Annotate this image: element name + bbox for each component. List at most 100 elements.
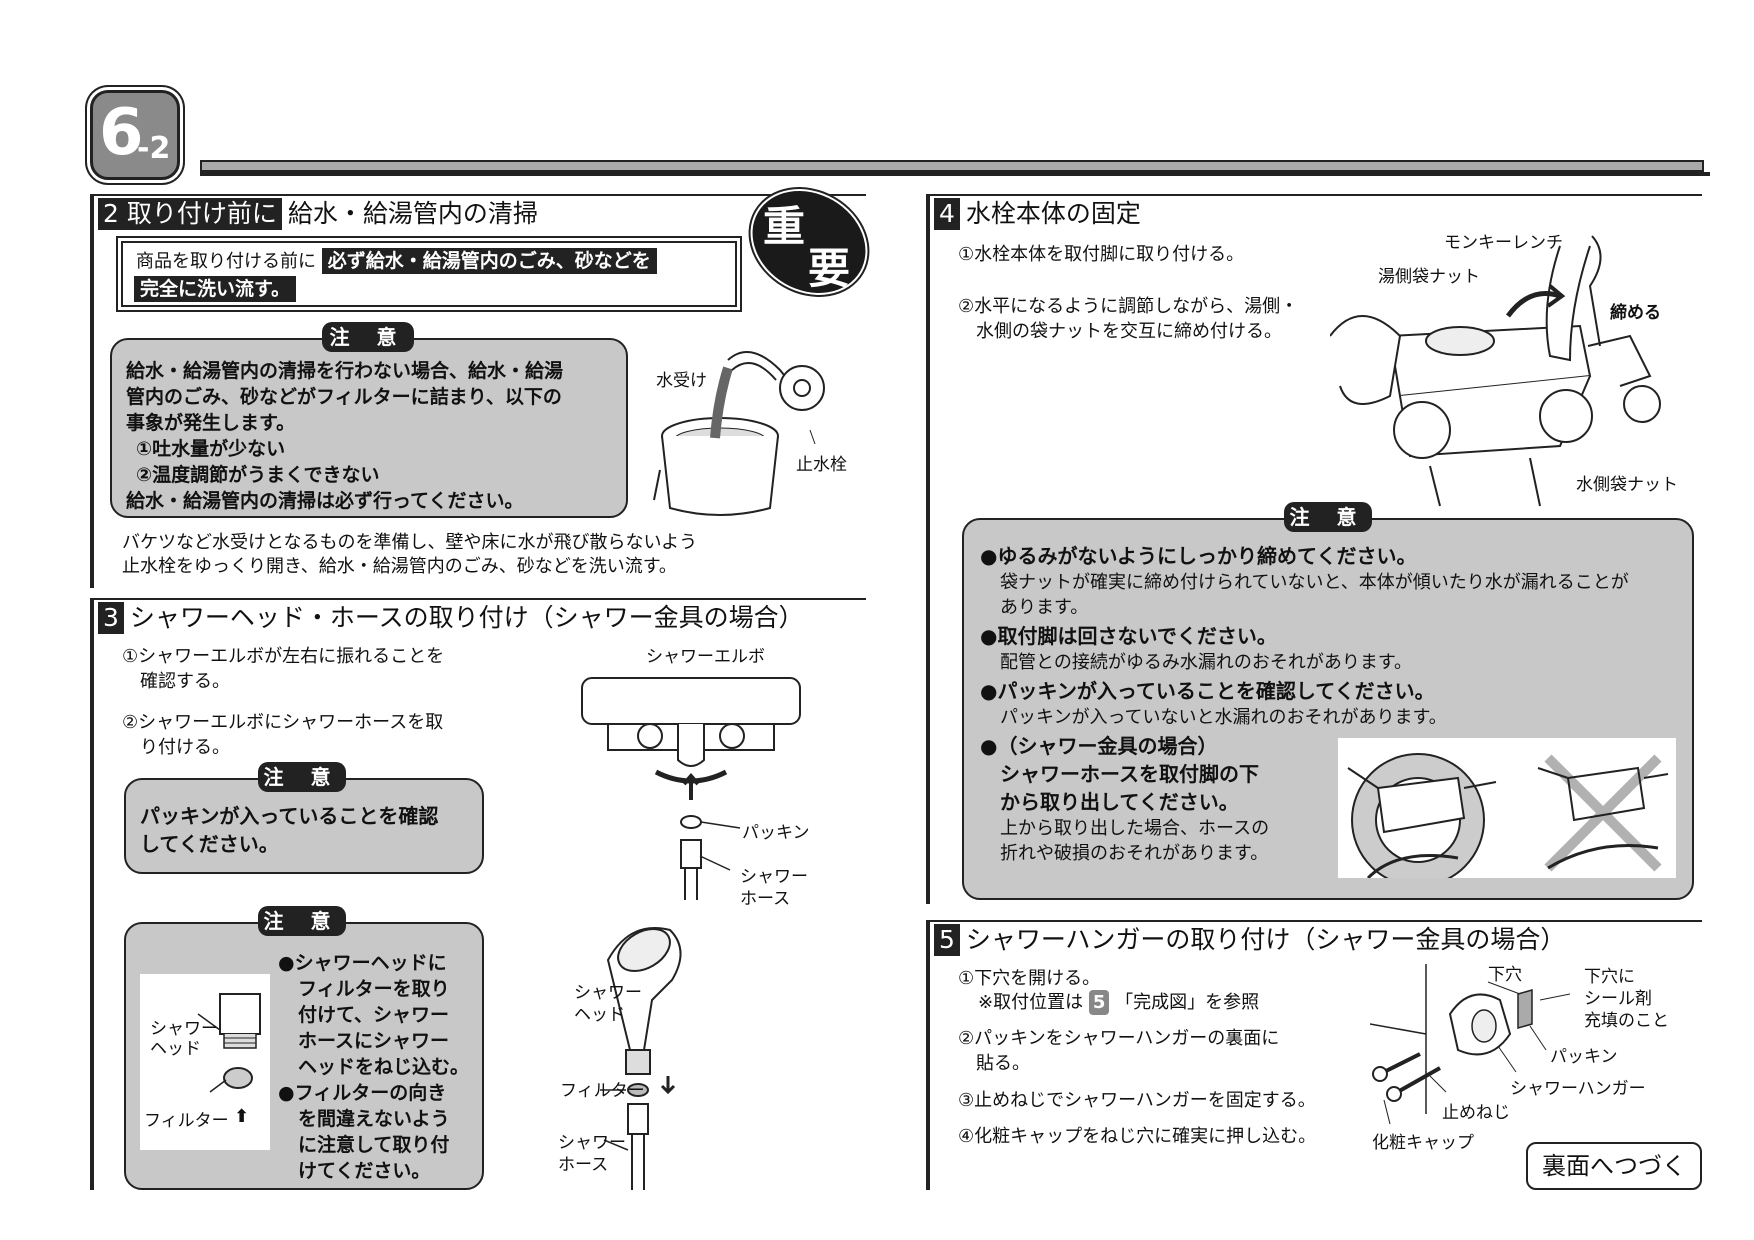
sec3-step1-line: ①シャワーエルボが左右に振れることを [122, 646, 445, 667]
sec2-caution-line: 給水・給湯管内の清掃は必ず行ってください。 [126, 490, 524, 512]
label-cap: 化粧キャップ [1372, 1133, 1474, 1153]
sec4-caution-detail: 上から取り出した場合、ホースの [1000, 818, 1270, 839]
sec2-notice-box: 商品を取り付ける前に 必ず給水・給湯管内のごみ、砂などを 完全に洗い流す。 [116, 236, 742, 312]
sec4-step1: ①水栓本体を取付脚に取り付ける。 [958, 244, 1245, 265]
sec2-caution-line: 給水・給湯管内の清掃を行わない場合、給水・給湯 [126, 360, 564, 382]
sec4-caution-point: から取り出してください。 [1000, 790, 1239, 814]
sec4-caution-detail: 折れや破損のおそれがあります。 [1000, 843, 1269, 864]
sec3-caution1-box [124, 778, 484, 874]
sec3-title: シャワーヘッド・ホースの取り付け（シャワー金具の場合） [129, 603, 804, 632]
label-hose2-b: ホース [558, 1155, 609, 1175]
label-hole: 下穴 [1488, 965, 1522, 985]
sec5-note-prefix: ※取付位置は [978, 992, 1084, 1013]
sec4-caution-point: ●（シャワー金具の場合） [980, 734, 1218, 758]
sec4-hose-inset [1338, 738, 1676, 878]
sec2-caution-line: ②温度調節がうまくできない [136, 464, 380, 486]
sec3-number: 3 [98, 602, 124, 634]
sec3-step2: ②シャワーエルボにシャワーホースを取 り付ける。 [122, 710, 443, 760]
sec2-caution-line: ①吐水量が少ない [136, 438, 286, 460]
sec3-caution2-line: ●フィルターの向き [278, 1082, 447, 1104]
sec2-left-bar [90, 194, 94, 588]
sec5-rule [926, 920, 1702, 922]
page-number: 6 [99, 96, 144, 170]
label-water-receiver: 水受け [656, 371, 707, 391]
sec3-caution2-line: ●シャワーヘッドに [278, 952, 447, 974]
sec3-caution2-line: 付けて、シャワー [298, 1004, 450, 1026]
sec2-notice-lead: 商品を取り付ける前に [136, 251, 316, 272]
sec5-step2-line: ②パッキンをシャワーハンガーの裏面に [958, 1028, 1280, 1049]
sec5-step4: ④化粧キャップをねじ穴に確実に押し込む。 [958, 1126, 1317, 1147]
sec4-caution-detail: 配管との接続がゆるみ水漏れのおそれがあります。 [1000, 652, 1413, 673]
label-packing: パッキン [742, 823, 810, 843]
sec4-caution-detail: パッキンが入っていないと水漏れのおそれがあります。 [1000, 707, 1447, 728]
label-hanger: シャワーハンガー [1510, 1079, 1646, 1099]
label-hot-nut: 湯側袋ナット [1378, 267, 1480, 287]
sec3-caution2-line: を間違えないよう [298, 1108, 450, 1130]
sec2-caution-text: 給水・給湯管内の清掃を行わない場合、給水・給湯 管内のごみ、砂などがフィルターに… [126, 358, 563, 514]
sec3-step2-line: ②シャワーエルボにシャワーホースを取 [122, 712, 444, 733]
sec2-caution-line: 事象が発生します。 [126, 412, 296, 434]
label-hose2-a: シャワー [558, 1133, 626, 1153]
bucket-illustration [653, 351, 825, 516]
sec2-body-2: 止水栓をゆっくり開き、給水・給湯管内のごみ、砂などを洗い流す。 [122, 556, 677, 577]
sec3-step2-line: り付ける。 [140, 737, 230, 758]
sec4-step2-line: ②水平になるように調節しながら、湯側・ [958, 296, 1299, 317]
sec5-note-ref: 5 [1088, 990, 1110, 1015]
label-seal-b: シール剤 [1584, 989, 1652, 1009]
sec4-caution-point: ●取付脚は回さないでください。 [980, 624, 1277, 648]
label-shower-elbow: シャワーエルボ [646, 647, 765, 667]
sec5-note-suffix: 「完成図」を参照 [1115, 992, 1260, 1013]
sec5-step1: ①下穴を開ける。 [958, 968, 1101, 989]
sec2-caution-label: 注 意 [322, 322, 414, 352]
filter-inset-illustration [197, 993, 261, 1093]
inset-label-head-a: シャワー [150, 1019, 218, 1039]
sec4-title: 水栓本体の固定 [965, 199, 1141, 228]
sec2-title: 給水・給湯管内の清掃 [287, 199, 538, 228]
arrow-up-icon: ⬆ [234, 1106, 250, 1127]
sec2-heading: 2 取り付け前に給水・給湯管内の清掃 [98, 198, 538, 230]
label-head-a: シャワー [574, 983, 642, 1003]
sec2-number: 2 取り付け前に [98, 198, 282, 230]
sec3-caution2-line: ホースにシャワー [298, 1030, 450, 1052]
sec4-caution-detail: あります。 [1000, 597, 1089, 618]
label-filter: フィルター [560, 1081, 645, 1101]
shower-parts-illustration [581, 677, 801, 1190]
sec3-caution2-line: ヘッドをねじ込む。 [298, 1056, 470, 1078]
sec3-caution2-line: に注意して取り付 [298, 1134, 450, 1156]
sec4-step2-line: 水側の袋ナットを交互に締め付ける。 [976, 321, 1282, 342]
important-seal [731, 168, 887, 316]
sec4-step2: ②水平になるように調節しながら、湯側・ 水側の袋ナットを交互に締め付ける。 [958, 294, 1298, 344]
hose-routing-illustration [1347, 753, 1669, 878]
page-number-badge: 6 -2 [90, 90, 180, 180]
sec3-caution2-text: ●シャワーヘッドに フィルターを取り 付けて、シャワー ホースにシャワー ヘッド… [278, 950, 469, 1184]
label-stop-valve: 止水栓 [796, 455, 847, 475]
sec2-notice-emph1: 必ず給水・給湯管内のごみ、砂などを [321, 248, 657, 274]
sec2-caution-box [110, 338, 628, 518]
label-head-b: ヘッド [574, 1005, 625, 1025]
label-tighten: 締める [1610, 303, 1661, 323]
sec4-caution-text: ●ゆるみがないようにしっかり締めてください。 袋ナットが確実に締め付けられていな… [980, 542, 1629, 866]
sec3-rule [90, 598, 866, 600]
sec5-step3: ③止めねじでシャワーハンガーを固定する。 [958, 1090, 1316, 1111]
faucet-wrench-illustration [1330, 235, 1661, 507]
sec3-caution1-text: パッキンが入っていることを確認 してください。 [140, 802, 438, 858]
label-wrench: モンキーレンチ [1444, 233, 1563, 253]
sec2-body-1: バケツなど水受けとなるものを準備し、壁や床に水が飛び散らないよう [122, 532, 698, 553]
sec3-left-bar [90, 598, 94, 1190]
sec3-caution1-line: パッキンが入っていることを確認 [140, 804, 439, 828]
continue-overleaf: 裏面へつづく [1526, 1142, 1702, 1190]
inset-label-head-b: ヘッド [150, 1039, 201, 1059]
sec3-caution2-line: けてください。 [298, 1160, 431, 1182]
sec4-number: 4 [934, 198, 960, 230]
sec5-number: 5 [934, 924, 960, 956]
sec5-left-bar [926, 920, 930, 1190]
label-hanger-packing: パッキン [1550, 1047, 1618, 1067]
header-rule-shadow [200, 172, 1710, 176]
inset-label-filter: フィルター [144, 1111, 229, 1131]
page-subnumber: -2 [137, 131, 171, 166]
sec4-caution-label: 注 意 [1284, 502, 1372, 532]
label-hose-b: ホース [740, 889, 791, 909]
label-seal-c: 充填のこと [1584, 1011, 1669, 1031]
